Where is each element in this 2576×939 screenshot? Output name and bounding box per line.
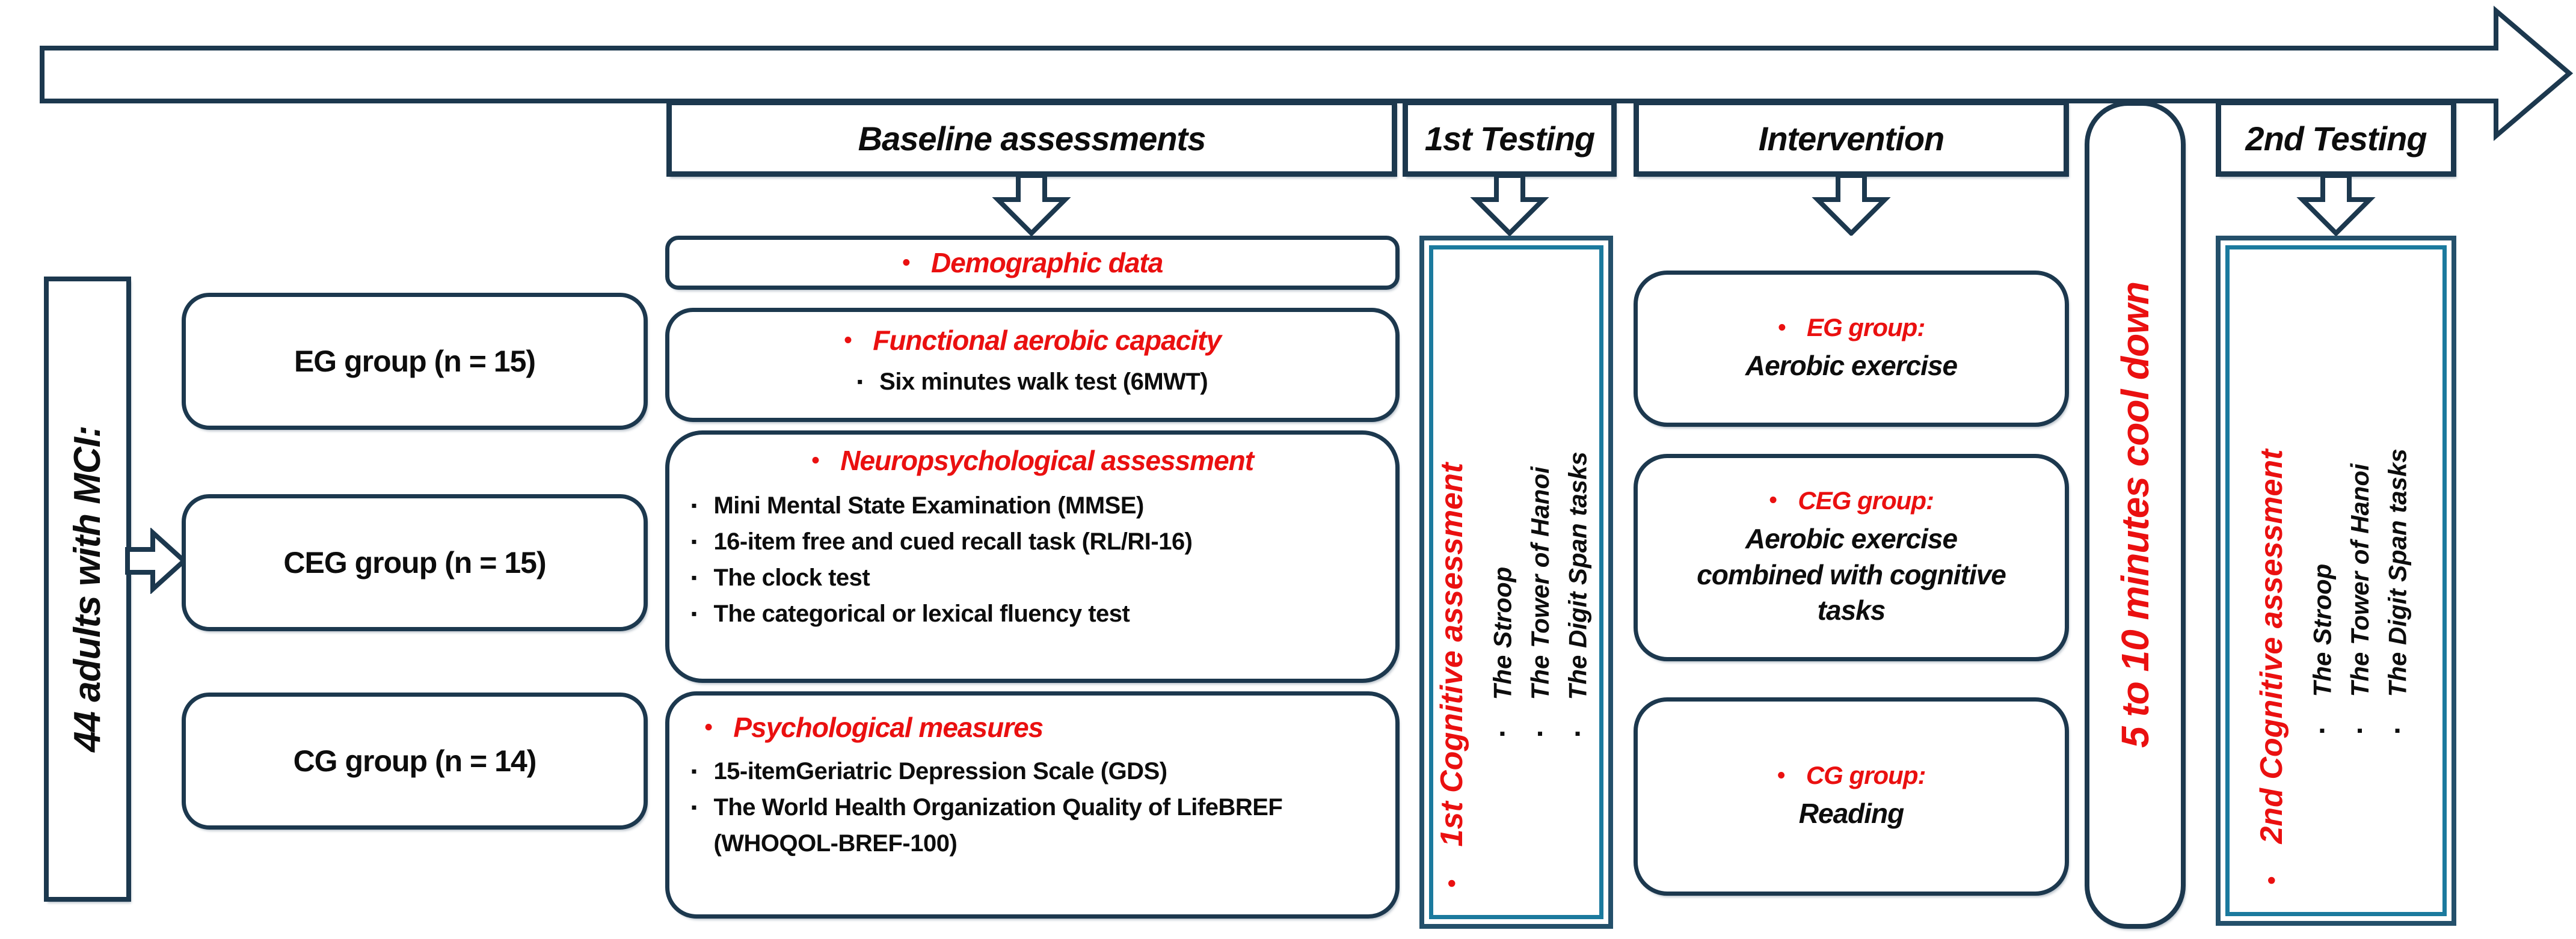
bullet-dot-icon: • <box>2258 876 2285 885</box>
bullet-dot-icon: • <box>1438 879 1465 888</box>
phase-header-baseline: Baseline assessments <box>666 100 1397 177</box>
baseline-box-psychological: • Psychological measures ▪ 15-itemGeriat… <box>665 691 1400 919</box>
bullet-square-icon: ▪ <box>2350 722 2369 741</box>
down-arrow-icon <box>992 173 1071 236</box>
group-box-eg: EG group (n = 15) <box>182 293 648 430</box>
second-cognitive-assessment-box: • 2nd Cognitive assessment ▪ The Stroop … <box>2216 236 2456 926</box>
bullet-square-icon: ▪ <box>1530 725 1549 744</box>
bullet-square-icon: ▪ <box>856 372 863 391</box>
baseline-heading: • Functional aerobic capacity <box>843 325 1222 356</box>
group-label: CEG group (n = 15) <box>283 546 546 580</box>
cognitive-heading: • 2nd Cognitive assessment <box>2254 449 2289 885</box>
inner-border <box>1429 245 1603 919</box>
intervention-body: Reading <box>1798 798 1904 830</box>
list-item: ▪ The Stroop <box>2308 563 2337 741</box>
cognitive-heading: • 1st Cognitive assessment <box>1434 462 1469 888</box>
first-cognitive-assessment-box: • 1st Cognitive assessment ▪ The Stroop … <box>1419 236 1613 929</box>
bullet-dot-icon: • <box>843 327 852 353</box>
group-label: CG group (n = 14) <box>293 744 537 778</box>
bullet-dot-icon: • <box>902 249 910 275</box>
list-item: ▪ 15-itemGeriatric Depression Scale (GDS… <box>691 753 1389 789</box>
bullet-square-icon: ▪ <box>691 762 697 780</box>
down-arrow-icon <box>1470 173 1549 236</box>
bullet-square-icon: ▪ <box>2388 722 2407 741</box>
phase-label: 2nd Testing <box>2245 119 2427 158</box>
intervention-heading: • CG group: <box>1777 761 1926 790</box>
intervention-body: Aerobic exercise <box>1745 350 1958 382</box>
intervention-body: Aerobic exercise combined with cognitive… <box>1697 522 2006 626</box>
population-box: 44 adults with MCI: <box>44 277 131 902</box>
list-item: ▪ 16-item free and cued recall task (RL/… <box>691 524 1389 560</box>
bullet-dot-icon: • <box>1769 488 1777 513</box>
list-item: ▪ The Tower of Hanoi <box>2345 463 2374 741</box>
bullet-square-icon: ▪ <box>691 568 697 587</box>
cooldown-box: 5 to 10 minutes cool down <box>2085 101 2186 929</box>
baseline-heading: • Demographic data <box>902 247 1164 278</box>
list-item: ▪ The clock test <box>691 560 1389 596</box>
group-box-cg: CG group (n = 14) <box>182 693 648 830</box>
bullet-square-icon: ▪ <box>691 798 697 816</box>
population-label: 44 adults with MCI: <box>67 426 108 753</box>
list-item: ▪ The Stroop <box>1488 566 1517 744</box>
down-arrow-icon <box>1812 173 1891 236</box>
list-item: ▪ Six minutes walk test (6MWT) <box>669 364 1395 400</box>
bullet-dot-icon: • <box>1777 314 1786 340</box>
list-item: ▪ The categorical or lexical fluency tes… <box>691 596 1389 632</box>
bullet-square-icon: ▪ <box>2313 722 2332 741</box>
cooldown-label: 5 to 10 minutes cool down <box>2113 281 2157 748</box>
phase-label: Intervention <box>1758 119 1944 158</box>
timeline-arrow-icon <box>40 5 2574 141</box>
intervention-heading: • CEG group: <box>1769 486 1934 515</box>
right-arrow-icon <box>125 528 188 594</box>
intervention-box-eg: • EG group: Aerobic exercise <box>1634 271 2069 427</box>
baseline-heading: • Psychological measures <box>704 712 1044 743</box>
baseline-box-functional-capacity: • Functional aerobic capacity ▪ Six minu… <box>665 308 1400 422</box>
list-item: ▪ Mini Mental State Examination (MMSE) <box>691 488 1389 524</box>
bullet-dot-icon: • <box>704 714 712 740</box>
phase-label: Baseline assessments <box>858 119 1207 158</box>
inner-border <box>2225 245 2447 916</box>
phase-label: 1st Testing <box>1424 119 1596 158</box>
list-item: ▪ The Digit Span tasks <box>2383 448 2412 741</box>
rotated-content: • 2nd Cognitive assessment ▪ The Stroop … <box>2253 240 2419 921</box>
baseline-box-neuropsychological: • Neuropsychological assessment ▪ Mini M… <box>665 430 1400 683</box>
intervention-box-cg: • CG group: Reading <box>1634 697 2069 896</box>
list-item: ▪ The Tower of Hanoi <box>1525 466 1554 744</box>
baseline-heading: • Neuropsychological assessment <box>811 445 1254 476</box>
list-item: ▪ The World Health Organization Quality … <box>691 789 1389 861</box>
bullet-dot-icon: • <box>811 447 819 473</box>
bullet-square-icon: ▪ <box>691 604 697 623</box>
group-box-ceg: CEG group (n = 15) <box>182 494 648 631</box>
bullet-square-icon: ▪ <box>691 532 697 551</box>
intervention-heading: • EG group: <box>1777 313 1926 342</box>
list-item: ▪ The Digit Span tasks <box>1563 451 1592 744</box>
phase-header-second-testing: 2nd Testing <box>2216 100 2456 177</box>
down-arrow-icon <box>2296 173 2376 236</box>
bullet-square-icon: ▪ <box>1568 725 1587 744</box>
bullet-square-icon: ▪ <box>1493 725 1512 744</box>
rotated-content: • 1st Cognitive assessment ▪ The Stroop … <box>1433 240 1599 924</box>
intervention-box-ceg: • CEG group: Aerobic exercise combined w… <box>1634 454 2069 661</box>
phase-header-intervention: Intervention <box>1634 100 2069 177</box>
bullet-square-icon: ▪ <box>691 496 697 515</box>
phase-header-first-testing: 1st Testing <box>1403 100 1617 177</box>
baseline-box-demographic: • Demographic data <box>665 236 1400 290</box>
group-label: EG group (n = 15) <box>294 344 536 378</box>
bullet-dot-icon: • <box>1777 762 1785 788</box>
